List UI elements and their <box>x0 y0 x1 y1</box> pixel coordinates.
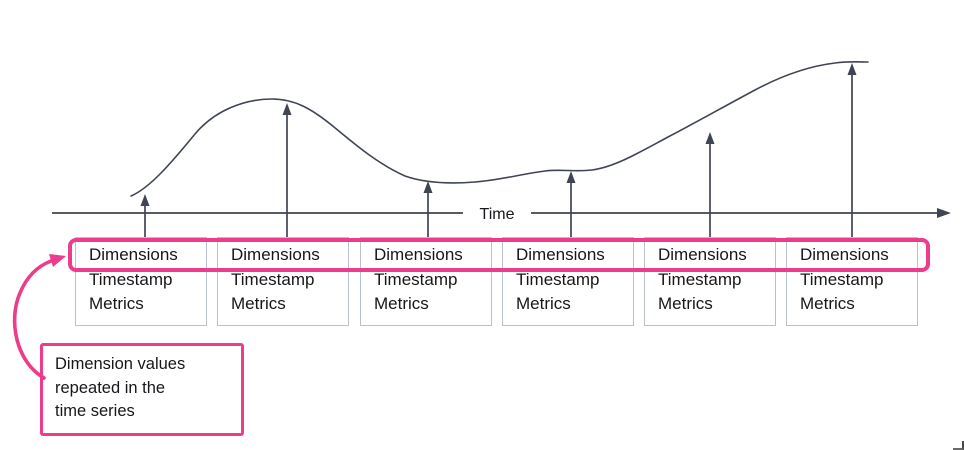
record-field-timestamp: Timestamp <box>516 269 600 289</box>
record-field-timestamp: Timestamp <box>658 269 742 289</box>
arrowhead-icon <box>282 103 292 115</box>
annotation-text: Dimension values <box>55 355 186 373</box>
record-field-metrics: Metrics <box>89 294 144 313</box>
annotation-callout: Dimension values repeated in the time se… <box>40 343 244 436</box>
axis-label: Time <box>480 206 515 223</box>
time-axis: Time <box>52 206 951 223</box>
data-point-arrow <box>847 63 857 237</box>
arrowhead-icon <box>423 181 433 193</box>
data-point-arrow <box>282 103 292 237</box>
arrowhead-icon <box>566 171 576 183</box>
record-field-metrics: Metrics <box>516 294 571 313</box>
record-field-metrics: Metrics <box>374 294 429 313</box>
record-field-dimensions: Dimensions <box>800 245 889 264</box>
record-box: Dimensions Timestamp Metrics <box>360 237 492 326</box>
record-field-dimensions: Dimensions <box>374 245 463 264</box>
arrowhead-icon <box>140 194 150 206</box>
annotation-text: repeated in the <box>55 378 166 397</box>
record-field-metrics: Metrics <box>231 294 286 313</box>
record-field-dimensions: Dimensions <box>89 245 178 264</box>
record-box: Dimensions Timestamp Metrics <box>502 237 634 326</box>
record-field-dimensions: Dimensions <box>231 245 320 264</box>
record-box: Dimensions Timestamp Metrics <box>75 237 207 326</box>
arrowhead-icon <box>705 132 715 144</box>
arrowhead-icon <box>847 63 857 75</box>
data-point-arrow <box>423 181 433 237</box>
record-field-timestamp: Timestamp <box>89 269 173 289</box>
axis-arrowhead-icon <box>937 208 951 218</box>
record-field-metrics: Metrics <box>658 294 713 313</box>
record-box: Dimensions Timestamp Metrics <box>644 237 776 326</box>
record-field-metrics: Metrics <box>800 294 855 313</box>
record-field-dimensions: Dimensions <box>516 245 605 264</box>
record-box: Dimensions Timestamp Metrics <box>786 237 918 326</box>
record-field-dimensions: Dimensions <box>658 245 747 264</box>
annotation-text: time series <box>55 402 135 420</box>
record-field-timestamp: Timestamp <box>800 269 884 289</box>
record-box: Dimensions Timestamp Metrics <box>217 237 349 326</box>
data-point-arrow <box>705 132 715 237</box>
record-field-timestamp: Timestamp <box>374 269 458 289</box>
clipped-corner-artifact-icon <box>953 441 964 450</box>
data-point-arrow <box>140 194 150 237</box>
record-field-timestamp: Timestamp <box>231 269 315 289</box>
data-point-arrow <box>566 171 576 237</box>
time-series-curve <box>130 60 869 197</box>
